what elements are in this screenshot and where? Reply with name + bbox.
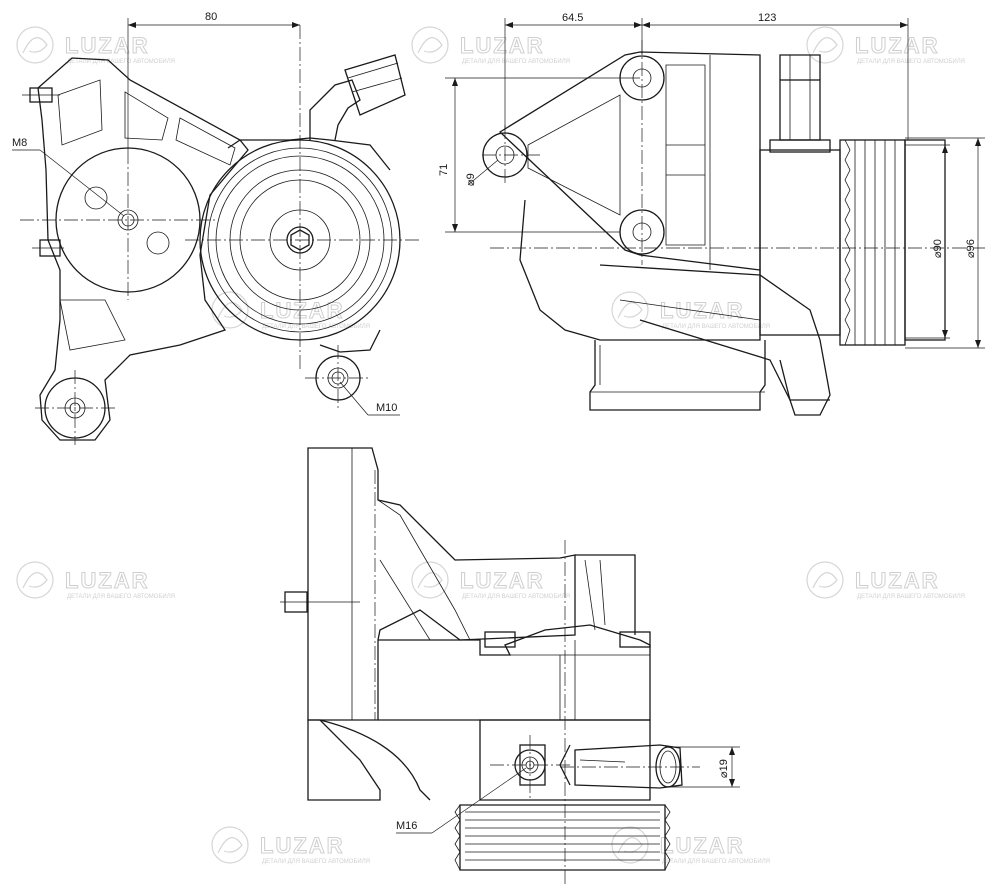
dim-pulley-90: ⌀90 [932, 239, 944, 258]
dim-front-width: 80 [205, 11, 217, 23]
watermark-logo: LUZAR ДЕТАЛИ ДЛЯ ВАШЕГО АВТОМОБИЛЯ [806, 561, 965, 600]
pulley-top-view [454, 804, 671, 871]
pulley-grooves [844, 139, 896, 346]
dim-side-height: 71 [438, 164, 450, 176]
watermark-logo: LUZAR ДЕТАЛИ ДЛЯ ВАШЕГО АВТОМОБИЛЯ [16, 561, 175, 600]
dim-pipe-dia: ⌀19 [718, 759, 730, 778]
svg-text:LUZAR: LUZAR [460, 33, 545, 58]
svg-text:LUZAR: LUZAR [660, 833, 745, 858]
svg-text:LUZAR: LUZAR [855, 33, 940, 58]
svg-text:ДЕТАЛИ ДЛЯ ВАШЕГО АВТОМОБИЛЯ: ДЕТАЛИ ДЛЯ ВАШЕГО АВТОМОБИЛЯ [262, 324, 370, 330]
svg-text:ДЕТАЛИ ДЛЯ ВАШЕГО АВТОМОБИЛЯ: ДЕТАЛИ ДЛЯ ВАШЕГО АВТОМОБИЛЯ [857, 59, 965, 65]
top-view: ⌀19 M16 [280, 447, 740, 885]
svg-text:LUZAR: LUZAR [660, 298, 745, 323]
watermark-logo: LUZAR ДЕТАЛИ ДЛЯ ВАШЕГО АВТОМОБИЛЯ [411, 561, 570, 600]
svg-text:ДЕТАЛИ ДЛЯ ВАШЕГО АВТОМОБИЛЯ: ДЕТАЛИ ДЛЯ ВАШЕГО АВТОМОБИЛЯ [262, 859, 370, 865]
svg-text:LUZAR: LUZAR [260, 833, 345, 858]
dim-side-offset: 64.5 [562, 12, 583, 24]
watermark-logo: LUZAR ДЕТАЛИ ДЛЯ ВАШЕГО АВТОМОБИЛЯ [411, 26, 570, 65]
svg-text:ДЕТАЛИ ДЛЯ ВАШЕГО АВТОМОБИЛЯ: ДЕТАЛИ ДЛЯ ВАШЕГО АВТОМОБИЛЯ [662, 859, 770, 865]
label-thread-m10: M10 [376, 402, 397, 414]
svg-text:LUZAR: LUZAR [65, 568, 150, 593]
label-thread-m16: M16 [396, 820, 417, 832]
front-view: 80 M8 M10 [12, 11, 420, 445]
side-view: 64.5 123 71 ⌀9 ⌀90 ⌀96 [438, 12, 985, 416]
label-thread-m8: M8 [12, 137, 27, 149]
svg-text:ДЕТАЛИ ДЛЯ ВАШЕГО АВТОМОБИЛЯ: ДЕТАЛИ ДЛЯ ВАШЕГО АВТОМОБИЛЯ [462, 594, 570, 600]
watermark-logo: LUZAR ДЕТАЛИ ДЛЯ ВАШЕГО АВТОМОБИЛЯ [211, 826, 370, 865]
svg-text:LUZAR: LUZAR [460, 568, 545, 593]
svg-text:ДЕТАЛИ ДЛЯ ВАШЕГО АВТОМОБИЛЯ: ДЕТАЛИ ДЛЯ ВАШЕГО АВТОМОБИЛЯ [67, 59, 175, 65]
watermark-logo: LUZAR ДЕТАЛИ ДЛЯ ВАШЕГО АВТОМОБИЛЯ [611, 826, 770, 865]
watermark-logo: LUZAR ДЕТАЛИ ДЛЯ ВАШЕГО АВТОМОБИЛЯ [806, 26, 965, 65]
dim-side-length: 123 [758, 12, 776, 24]
watermark-group: LUZAR ДЕТАЛИ ДЛЯ ВАШЕГО АВТОМОБИЛЯ LUZAR… [16, 26, 965, 865]
watermark-logo: LUZAR ДЕТАЛИ ДЛЯ ВАШЕГО АВТОМОБИЛЯ [16, 26, 175, 65]
watermark-logo: LUZAR ДЕТАЛИ ДЛЯ ВАШЕГО АВТОМОБИЛЯ [211, 291, 370, 330]
dim-hole-dia: ⌀9 [465, 173, 477, 186]
svg-text:ДЕТАЛИ ДЛЯ ВАШЕГО АВТОМОБИЛЯ: ДЕТАЛИ ДЛЯ ВАШЕГО АВТОМОБИЛЯ [662, 324, 770, 330]
svg-text:LUZAR: LUZAR [65, 33, 150, 58]
watermark-logo: LUZAR ДЕТАЛИ ДЛЯ ВАШЕГО АВТОМОБИЛЯ [611, 291, 770, 330]
svg-text:ДЕТАЛИ ДЛЯ ВАШЕГО АВТОМОБИЛЯ: ДЕТАЛИ ДЛЯ ВАШЕГО АВТОМОБИЛЯ [462, 59, 570, 65]
svg-text:ДЕТАЛИ ДЛЯ ВАШЕГО АВТОМОБИЛЯ: ДЕТАЛИ ДЛЯ ВАШЕГО АВТОМОБИЛЯ [857, 594, 965, 600]
dim-pulley-96: ⌀96 [965, 239, 977, 258]
svg-text:LUZAR: LUZAR [855, 568, 940, 593]
svg-text:ДЕТАЛИ ДЛЯ ВАШЕГО АВТОМОБИЛЯ: ДЕТАЛИ ДЛЯ ВАШЕГО АВТОМОБИЛЯ [67, 594, 175, 600]
